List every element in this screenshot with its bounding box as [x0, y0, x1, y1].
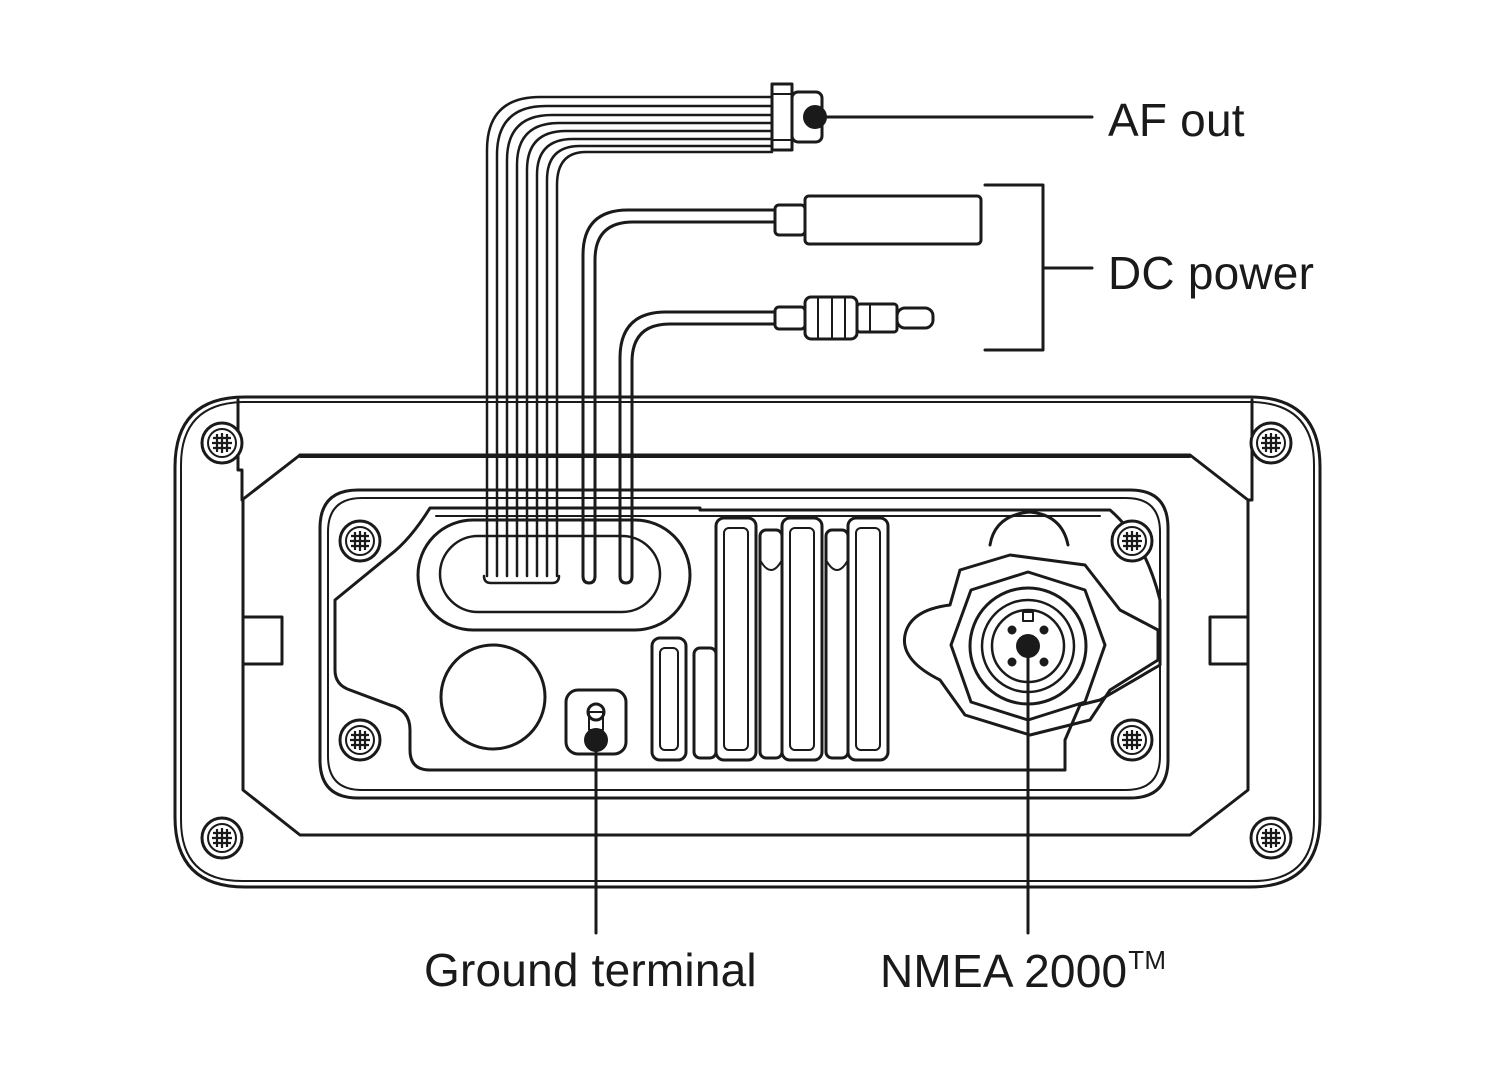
inner-frame — [241, 498, 1250, 837]
outer-housing-inner-edge — [180, 401, 1315, 882]
panel-recess-inner — [327, 497, 1161, 791]
inner-bezel — [236, 398, 1254, 502]
nmea-2000-label: NMEA 2000TM — [880, 947, 1166, 994]
screw-icon — [200, 816, 244, 860]
af-out-label: AF out — [1108, 94, 1245, 146]
dc-power-bracket — [983, 183, 1045, 352]
nmea-connector-cap — [988, 510, 1070, 547]
dc-power-label: DC power — [1108, 247, 1315, 299]
nmea-2000-text: NMEA 2000 — [880, 945, 1128, 997]
panel-recess-outer — [318, 488, 1170, 800]
screw-icon — [200, 421, 244, 465]
dc-power-wire-2 — [618, 310, 777, 578]
screw-icon — [1249, 816, 1293, 860]
af-out-wires — [482, 95, 774, 585]
dc-power-plug — [773, 295, 935, 341]
dc-power-fuse-holder — [773, 194, 983, 246]
ground-terminal-label: Ground terminal — [424, 944, 757, 996]
ground-pointer-dot — [584, 728, 608, 752]
outer-housing — [173, 395, 1322, 889]
screw-icon — [338, 718, 382, 762]
screw-icon — [338, 519, 382, 563]
screw-icon — [1249, 421, 1293, 465]
screw-icon — [1110, 718, 1154, 762]
dc-power-wire-1 — [581, 208, 777, 578]
nmea-connector-flange — [902, 553, 1160, 737]
trademark-symbol: TM — [1128, 945, 1167, 975]
cable-grommet-outer — [416, 518, 692, 632]
left-side-tab — [241, 615, 284, 666]
cable-grommet-inner — [438, 534, 662, 614]
af-out-pointer-dot — [803, 105, 827, 129]
gasket-outline — [333, 506, 1162, 772]
blank-plug — [439, 643, 547, 751]
screw-icon — [1110, 519, 1154, 563]
nmea-pointer-dot — [1016, 634, 1040, 658]
heatsink — [650, 516, 890, 762]
right-side-tab — [1208, 615, 1250, 666]
